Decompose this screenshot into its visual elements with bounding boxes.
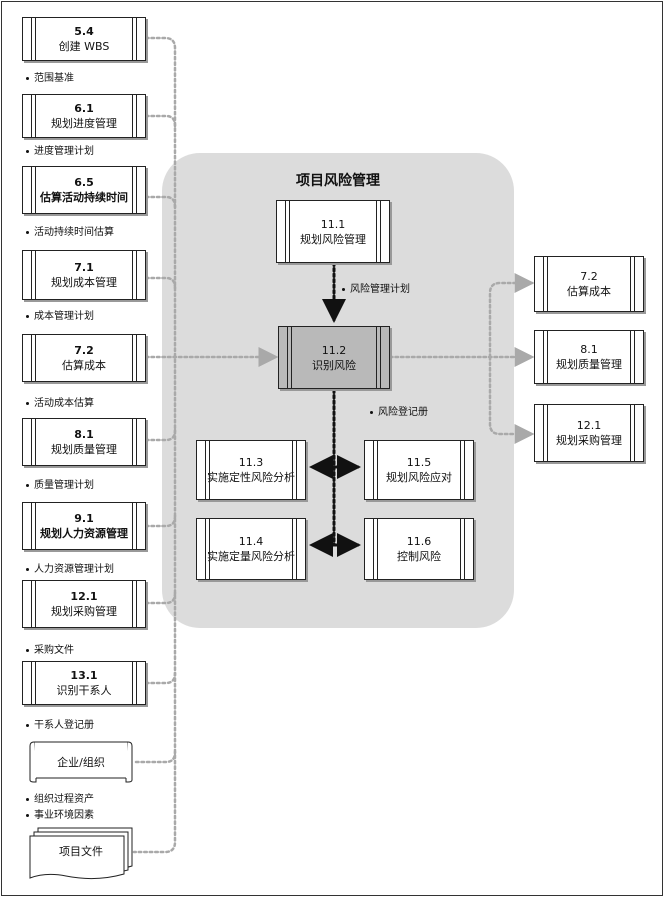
input-process-box: 9.1 规划人力资源管理 bbox=[22, 502, 146, 550]
input-output-label: 活动持续时间估算 bbox=[26, 223, 114, 238]
process-number: 11.2 bbox=[321, 343, 347, 357]
process-name: 规划风险管理 bbox=[300, 232, 366, 246]
qualitative-analysis-box: 11.3 实施定性风险分析 bbox=[196, 440, 306, 500]
process-name: 规划采购管理 bbox=[51, 605, 117, 618]
org-output-label: 事业环境因素 bbox=[26, 806, 94, 821]
region-title: 项目风险管理 bbox=[296, 173, 380, 189]
process-number: 11.3 bbox=[238, 456, 264, 469]
input-process-box: 6.1 规划进度管理 bbox=[22, 94, 146, 138]
input-process-box: 12.1 规划采购管理 bbox=[22, 580, 146, 628]
process-name: 规划风险应对 bbox=[386, 471, 452, 484]
process-number: 6.5 bbox=[74, 176, 94, 189]
process-number: 12.1 bbox=[576, 419, 602, 432]
output-process-box: 12.1 规划采购管理 bbox=[534, 404, 644, 462]
input-output-label: 采购文件 bbox=[26, 641, 74, 656]
document-stack-icon bbox=[29, 827, 133, 880]
process-number: 11.6 bbox=[406, 535, 432, 548]
process-name: 规划人力资源管理 bbox=[40, 527, 128, 540]
identify-output-label: 风险登记册 bbox=[370, 403, 428, 418]
process-number: 12.1 bbox=[70, 590, 98, 603]
process-number: 6.1 bbox=[74, 102, 94, 115]
identify-risks-box: 11.2 识别风险 bbox=[278, 326, 390, 389]
process-number: 7.1 bbox=[74, 261, 94, 274]
input-process-box: 8.1 规划质量管理 bbox=[22, 418, 146, 466]
input-output-label: 范围基准 bbox=[26, 69, 74, 84]
process-name: 识别干系人 bbox=[56, 684, 112, 697]
plan-risk-response-box: 11.5 规划风险应对 bbox=[364, 440, 474, 500]
input-process-box: 6.5 估算活动持续时间 bbox=[22, 166, 146, 214]
input-output-label: 成本管理计划 bbox=[26, 307, 94, 322]
control-risks-box: 11.6 控制风险 bbox=[364, 518, 474, 580]
process-name: 估算成本 bbox=[62, 359, 106, 372]
process-number: 9.1 bbox=[74, 512, 94, 525]
scroll-shape bbox=[29, 741, 133, 783]
output-process-box: 7.2 估算成本 bbox=[534, 256, 644, 312]
process-name: 估算成本 bbox=[567, 285, 611, 298]
process-name: 控制风险 bbox=[397, 550, 441, 563]
process-name: 实施定量风险分析 bbox=[207, 550, 295, 563]
process-name: 估算活动持续时间 bbox=[40, 191, 128, 204]
input-process-box: 5.4 创建 WBS bbox=[22, 17, 146, 61]
process-name: 规划采购管理 bbox=[556, 434, 622, 447]
process-name: 规划成本管理 bbox=[51, 276, 117, 289]
process-name: 创建 WBS bbox=[58, 40, 110, 53]
process-name: 识别风险 bbox=[312, 358, 356, 372]
project-documents-label: 项目文件 bbox=[59, 845, 103, 858]
quantitative-analysis-box: 11.4 实施定量风险分析 bbox=[196, 518, 306, 580]
process-number: 7.2 bbox=[580, 270, 598, 283]
process-name: 规划质量管理 bbox=[556, 358, 622, 371]
process-number: 8.1 bbox=[580, 343, 598, 356]
org-label: 企业/组织 bbox=[57, 756, 105, 769]
output-process-box: 8.1 规划质量管理 bbox=[534, 330, 644, 384]
process-name: 实施定性风险分析 bbox=[207, 471, 295, 484]
input-output-label: 进度管理计划 bbox=[26, 142, 94, 157]
process-number: 7.2 bbox=[74, 344, 94, 357]
input-output-label: 人力资源管理计划 bbox=[26, 560, 114, 575]
process-name: 规划质量管理 bbox=[51, 443, 117, 456]
process-name: 规划进度管理 bbox=[51, 117, 117, 130]
process-number: 5.4 bbox=[74, 25, 94, 38]
process-number: 13.1 bbox=[70, 669, 98, 682]
process-number: 11.1 bbox=[320, 217, 346, 231]
org-output-label: 组织过程资产 bbox=[26, 790, 94, 805]
process-number: 11.4 bbox=[238, 535, 264, 548]
process-number: 11.5 bbox=[406, 456, 432, 469]
input-process-box: 7.1 规划成本管理 bbox=[22, 250, 146, 300]
input-process-box: 7.2 估算成本 bbox=[22, 334, 146, 382]
process-number: 8.1 bbox=[74, 428, 94, 441]
input-output-label: 活动成本估算 bbox=[26, 394, 94, 409]
input-process-box: 13.1 识别干系人 bbox=[22, 661, 146, 705]
plan-risk-management-box: 11.1 规划风险管理 bbox=[276, 200, 390, 263]
input-output-label: 质量管理计划 bbox=[26, 476, 94, 491]
input-output-label: 干系人登记册 bbox=[26, 716, 94, 731]
plan-output-label: 风险管理计划 bbox=[342, 280, 410, 295]
